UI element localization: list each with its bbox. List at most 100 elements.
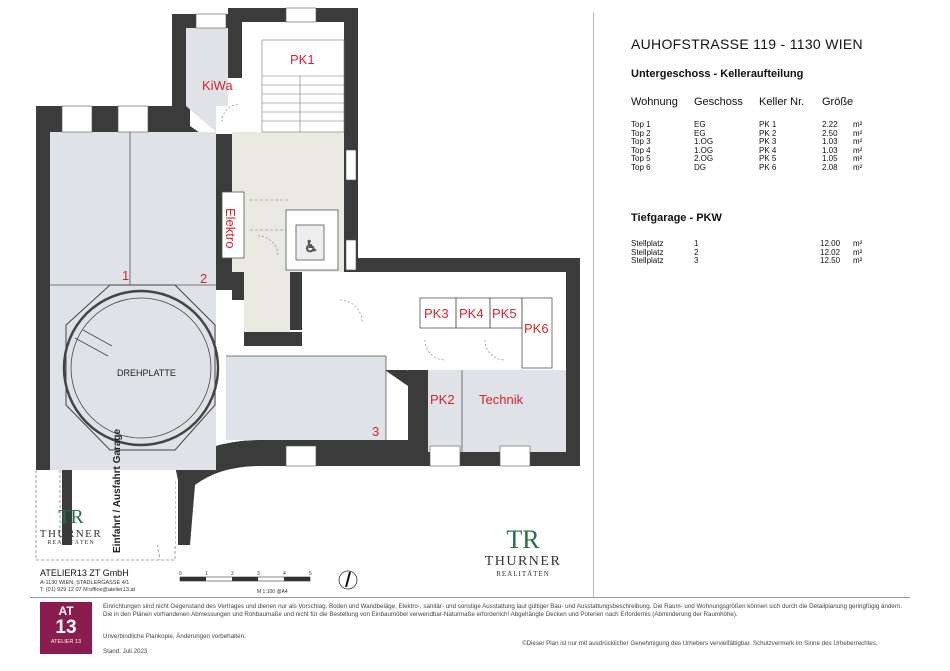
cell-size: 12.50	[820, 256, 841, 266]
parking-spot-3: 3	[372, 424, 379, 439]
label-drehplatte: DREHPLATTE	[117, 368, 176, 378]
cell-floor: EG	[694, 128, 706, 138]
staircase	[250, 39, 345, 231]
atelier-street: A-1130 WIEN, STADLERGASSE 4/1	[40, 580, 130, 586]
brand-sub: REALITÄTEN	[496, 570, 550, 578]
door-swings	[221, 103, 506, 361]
scale-bar: 0 1 2 3 4 5 M 1:100 @A4	[179, 571, 312, 595]
cell-cellar: PK 4	[759, 145, 777, 155]
logo-number: 13	[55, 617, 77, 638]
windows	[61, 7, 531, 467]
brand-monogram: TR	[506, 525, 540, 554]
scale-tick-1: 1	[205, 571, 208, 577]
atelier-address: A-1130 WIEN, STADLERGASSE 4/1 T: (01) 92…	[40, 580, 150, 594]
cell-size: 1.03	[822, 137, 838, 147]
room-labels: PK1 KiWa Elektro PK3 PK4 PK5 PK6 PK2 Tec…	[112, 52, 549, 553]
label-pk3: PK3	[424, 306, 449, 321]
copyright-note: ©Dieser Plan ist nur mit ausdrücklicher …	[522, 640, 878, 647]
cell-unit: m²	[853, 247, 863, 257]
cell-size: 2.50	[822, 128, 838, 138]
cell-top: Top 6	[631, 162, 651, 172]
cell-unit: m²	[853, 256, 863, 266]
unverbindlich-note: Unverbindliche Plankopie, Änderungen vor…	[103, 633, 246, 640]
col-header-geschoss: Geschoss	[694, 96, 743, 108]
cell-top: Top 4	[631, 145, 651, 155]
cell-cellar: PK 3	[759, 137, 777, 147]
disclaimer-text: Einrichtungen sind nicht Gegenstand des …	[103, 603, 903, 618]
atelier-name: ATELIER13 ZT GmbH	[40, 568, 129, 578]
label-technik: Technik	[479, 392, 524, 407]
cell-top: Top 3	[631, 137, 651, 147]
scale-tick-2: 2	[231, 571, 234, 577]
label-kiwa: KiWa	[202, 78, 233, 93]
cell-floor: 1.OG	[694, 145, 714, 155]
cell-unit: m²	[853, 120, 863, 129]
cell-unit: m²	[853, 239, 863, 248]
cell-floor: DG	[694, 162, 706, 172]
table-row: Stellplatz 2 12.02 m²	[631, 247, 891, 258]
col-header-wohnung: Wohnung	[631, 96, 678, 108]
turntable	[62, 284, 220, 451]
parking-spot-2: 2	[200, 271, 207, 286]
wheelchair-icon: ♿	[304, 239, 318, 256]
floor-plan: ♿ PK1 KiWa Elektro PK3 PK4 PK5 P	[35, 7, 580, 595]
cell-size: 2.22	[822, 120, 838, 129]
cell-label: Stellplatz	[631, 256, 664, 266]
cell-size: 12.02	[820, 247, 841, 257]
sidebar-divider	[593, 12, 594, 597]
cell-cellar: PK 2	[759, 128, 777, 138]
cell-top: Top 2	[631, 128, 651, 138]
atelier13-logo: AT 13 ATELIER 13	[40, 602, 92, 654]
label-pk2: PK2	[430, 392, 455, 407]
scale-tick-0: 0	[179, 571, 182, 577]
label-pk6: PK6	[524, 321, 549, 336]
cell-size: 2.08	[822, 162, 838, 172]
brand-logo-small: TR THURNER REALITÄTEN	[36, 506, 106, 546]
parking-table: Stellplatz 1 12.00 m² Stellplatz 2 12.02 m² St…	[631, 239, 891, 266]
cell-label: Stellplatz	[631, 247, 664, 257]
cell-top: Top 1	[631, 120, 651, 129]
cell-num: 1	[694, 239, 699, 248]
walls	[36, 8, 580, 545]
garage-title: Tiefgarage - PKW	[631, 212, 722, 224]
parking-spot-1: 1	[122, 268, 129, 283]
cell-unit: m²	[853, 162, 863, 172]
brand-sub: REALITÄTEN	[47, 540, 95, 546]
cell-cellar: PK 6	[759, 162, 777, 172]
label-einfahrt: Einfahrt / Ausfahrt Garage	[112, 428, 123, 553]
lift: ♿	[285, 209, 339, 271]
cell-size: 12.00	[820, 239, 841, 248]
scale-tick-4: 4	[283, 571, 286, 577]
stand-date: Stand: Juli 2023	[103, 648, 148, 655]
logo-top: AT	[58, 604, 74, 618]
cell-floor: 2.OG	[694, 154, 714, 164]
north-arrow-icon	[338, 570, 358, 590]
cell-size: 1.03	[822, 145, 838, 155]
table-row: Top 6 DG PK 6 2.08 m²	[631, 162, 891, 173]
label-elektro: Elektro	[223, 208, 238, 248]
cell-unit: m²	[853, 154, 863, 164]
basement-title: Untergeschoss - Kelleraufteilung	[631, 68, 804, 80]
atelier-contact: T: (01) 929 12 07 M:office@atelier13.at	[40, 587, 136, 593]
label-pk4: PK4	[459, 306, 484, 321]
cell-unit: m²	[853, 137, 863, 147]
cell-label: Stellplatz	[631, 239, 664, 248]
cell-size: 1.05	[822, 154, 838, 164]
cell-cellar: PK 1	[759, 120, 777, 129]
brand-name: THURNER	[484, 554, 562, 569]
logo-bottom: ATELIER 13	[50, 639, 82, 645]
floors	[50, 22, 566, 545]
cell-floor: 1.OG	[694, 137, 714, 147]
brand-monogram: TR	[58, 506, 84, 528]
scale-tick-3: 3	[257, 571, 260, 577]
scale-tick-5: 5	[309, 571, 312, 577]
table-row: Top 3 1.OG PK 3 1.03 m²	[631, 138, 891, 147]
cell-unit: m²	[853, 128, 863, 138]
cell-num: 2	[694, 247, 699, 257]
brand-name: THURNER	[39, 528, 103, 540]
cell-cellar: PK 5	[759, 154, 777, 164]
col-header-keller: Keller Nr.	[759, 96, 805, 108]
